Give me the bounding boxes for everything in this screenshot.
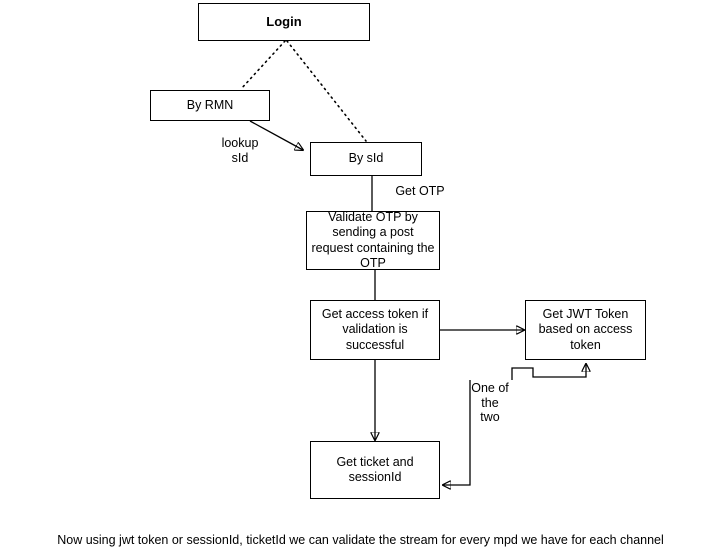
edge-label-one-of-two: One of the two bbox=[471, 381, 509, 424]
node-by-sid-label: By sId bbox=[348, 151, 384, 166]
node-by-rmn[interactable]: By RMN bbox=[150, 90, 270, 121]
edge-login-to-by-rmn bbox=[240, 40, 286, 90]
node-login[interactable]: Login bbox=[198, 3, 370, 41]
node-ticket-session-label: Get ticket and sessionId bbox=[336, 454, 414, 485]
node-access-token[interactable]: Get access token if validation is succes… bbox=[310, 300, 440, 360]
node-login-label: Login bbox=[266, 14, 302, 30]
node-by-rmn-label: By RMN bbox=[186, 97, 234, 112]
edge-one-of-two-to-ticket-session bbox=[443, 380, 471, 485]
edge-by-rmn-to-by-sid bbox=[249, 120, 303, 150]
edge-label-lookup-sid: lookup sId bbox=[221, 136, 259, 165]
node-ticket-session[interactable]: Get ticket and sessionId bbox=[310, 441, 440, 499]
node-jwt-token[interactable]: Get JWT Token based on access token bbox=[525, 300, 646, 360]
edge-login-to-by-sid bbox=[286, 40, 367, 142]
edge-one-of-two-to-jwt-token bbox=[511, 364, 586, 380]
node-validate-otp-label: Validate OTP by sending a post request c… bbox=[311, 209, 435, 271]
diagram-caption: Now using jwt token or sessionId, ticket… bbox=[57, 533, 664, 547]
node-jwt-token-label: Get JWT Token based on access token bbox=[538, 306, 633, 352]
edge-label-get-otp: Get OTP bbox=[395, 184, 445, 198]
node-access-token-label: Get access token if validation is succes… bbox=[321, 306, 429, 352]
node-validate-otp[interactable]: Validate OTP by sending a post request c… bbox=[306, 209, 440, 271]
node-by-sid[interactable]: By sId bbox=[310, 142, 422, 176]
